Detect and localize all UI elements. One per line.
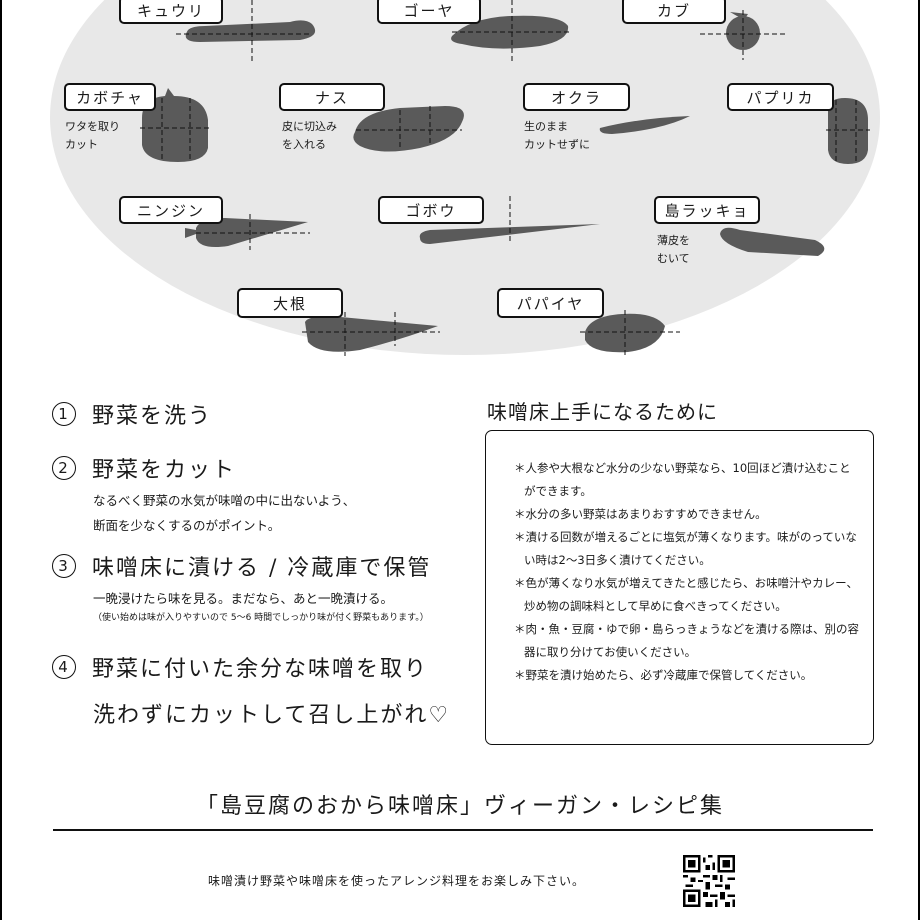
step-title-continued: 洗わずにカットして召し上がれ♡ xyxy=(93,703,451,728)
step-1: 1 野菜を洗う xyxy=(52,398,472,430)
tip-item: ＊肉・魚・豆腐・ゆで卵・島らっきょうなどを漬ける際は、別の容器に取り分けてお使い… xyxy=(514,622,859,659)
step-4: 4 野菜に付いた余分な味噌を取り 洗わずにカットして召し上がれ♡ xyxy=(52,651,472,729)
paprika-icon xyxy=(828,98,868,164)
nasu-icon xyxy=(353,106,464,152)
step-detail: 断面を少なくするのがポイント。 xyxy=(93,518,281,533)
veg-label-okura: オクラ xyxy=(523,83,630,111)
veg-note-okura: 生のまま カットせずに xyxy=(524,120,590,151)
tip-item: ＊野菜を漬け始めたら、必ず冷蔵庫で保管してください。 xyxy=(514,668,813,682)
veg-label-papaya: パパイヤ xyxy=(497,288,604,318)
veg-label-gobou: ゴボウ xyxy=(378,196,484,224)
cucumber-icon xyxy=(185,20,316,42)
veg-label-goya: ゴーヤ xyxy=(377,0,481,24)
step-title: 野菜を洗う xyxy=(92,404,213,429)
step-title: 野菜をカット xyxy=(92,458,237,483)
step-number: 4 xyxy=(52,655,76,679)
tips-box: ＊人参や大根など水分の少ない野菜なら、10回ほど漬け込むことができます。 ＊水分… xyxy=(485,430,874,745)
footer-text: 味噌漬け野菜や味噌床を使ったアレンジ料理をお楽しみ下さい。 xyxy=(208,874,586,888)
qr-code-icon[interactable] xyxy=(683,855,735,907)
veg-label-ninjin: ニンジン xyxy=(119,196,223,224)
veg-label-papurika: パプリカ xyxy=(727,83,834,111)
veg-label-kyuuri: キュウリ xyxy=(119,0,223,24)
tips-heading: 味噌床上手になるために xyxy=(487,400,718,424)
gobou-icon xyxy=(419,224,600,244)
step-number: 1 xyxy=(52,402,76,426)
kabu-icon xyxy=(726,16,760,50)
step-title: 味噌床に漬ける / 冷蔵庫で保管 xyxy=(92,556,432,581)
tip-item: ＊人参や大根など水分の少ない野菜なら、10回ほど漬け込むことができます。 xyxy=(514,461,851,498)
tip-item: ＊色が薄くなり水気が増えてきたと感じたら、お味噌汁やカレー、炒め物の調味料として… xyxy=(514,576,858,613)
veg-label-daikon: 大根 xyxy=(237,288,343,318)
shimarakkyo-icon xyxy=(720,227,825,256)
step-number: 3 xyxy=(52,554,76,578)
veg-label-kabu: カブ xyxy=(622,0,726,24)
right-border xyxy=(918,0,920,920)
left-border xyxy=(0,0,2,920)
vegetable-panel: キュウリ ゴーヤ カブ カボチャ ワタを取り カット ナス 皮に切込み を入れる… xyxy=(0,0,920,360)
tip-item: ＊漬ける回数が増えるごとに塩気が薄くなります。味がのっていない時は2～3日多く漬… xyxy=(514,530,857,567)
veg-note-shimarakkyo: 薄皮を むいて xyxy=(657,234,690,265)
kabocha-icon xyxy=(142,88,208,162)
tip-item: ＊水分の多い野菜はあまりおすすめできません。 xyxy=(514,507,767,521)
steps-section: 1 野菜を洗う 2 野菜をカット なるべく野菜の水気が味噌の中に出ないよう、 断… xyxy=(52,398,472,729)
veg-note-nasu: 皮に切込み を入れる xyxy=(282,120,337,151)
step-3: 3 味噌床に漬ける / 冷蔵庫で保管 一晩浸けたら味を見る。まだなら、あと一晩漬… xyxy=(52,550,472,625)
step-small-note: （使い始めは味が入りやすいので 5～6 時間でしっかり味が付く野菜もあります。） xyxy=(93,613,429,623)
okura-icon xyxy=(599,116,690,134)
step-2: 2 野菜をカット なるべく野菜の水気が味噌の中に出ないよう、 断面を少なくするの… xyxy=(52,452,472,538)
daikon-icon xyxy=(305,316,438,352)
veg-label-nasu: ナス xyxy=(279,83,385,111)
veg-label-shimarakkyo: 島ラッキョ xyxy=(654,196,760,224)
step-number: 2 xyxy=(52,456,76,480)
veg-note-kabocha: ワタを取り カット xyxy=(65,120,120,151)
step-title: 野菜に付いた余分な味噌を取り xyxy=(92,657,429,682)
recipe-collection-title: 「島豆腐のおから味噌床」ヴィーガン・レシピ集 xyxy=(195,794,724,819)
step-detail: 一晩浸けたら味を見る。まだなら、あと一晩漬ける。 xyxy=(93,591,394,606)
step-detail: なるべく野菜の水気が味噌の中に出ないよう、 xyxy=(93,493,356,508)
vegetable-illustrations xyxy=(140,0,870,356)
divider xyxy=(53,829,873,831)
veg-label-kabocha: カボチャ xyxy=(64,83,156,111)
papaya-icon xyxy=(585,313,665,353)
